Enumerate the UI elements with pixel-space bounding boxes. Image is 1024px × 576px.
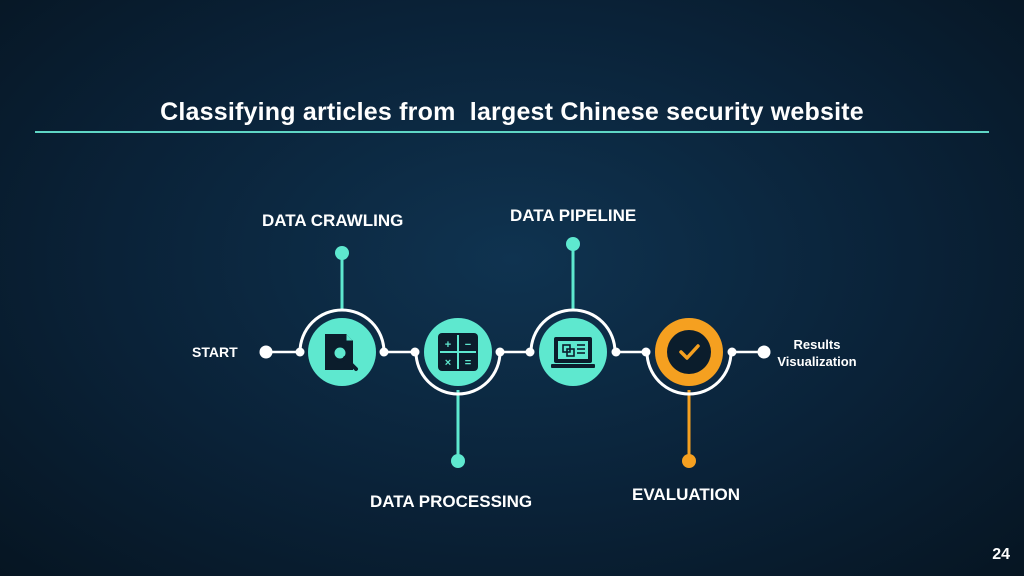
slide-title: Classifying articles from largest Chines… [160, 98, 864, 126]
svg-text:+: + [445, 339, 451, 351]
step-stems [340, 244, 691, 460]
step-node-evaluation [655, 318, 723, 386]
page-number: 24 [992, 546, 1010, 563]
crawling-stem-dot [335, 246, 349, 260]
step-label-data-processing: DATA PROCESSING [370, 492, 533, 511]
end-label-line2: Visualization [777, 354, 857, 369]
monitor-icon [551, 337, 595, 368]
step-node-data-pipeline [539, 318, 607, 386]
svg-text:=: = [465, 357, 471, 369]
step-label-data-crawling: DATA CRAWLING [262, 211, 404, 230]
step-label-data-pipeline: DATA PIPELINE [510, 206, 637, 225]
step-label-evaluation: EVALUATION [632, 485, 740, 504]
node-arcs [298, 308, 733, 396]
svg-text:×: × [445, 357, 451, 369]
end-dot [757, 345, 771, 359]
title-divider [35, 131, 989, 133]
start-dot [259, 345, 273, 359]
pipeline-stem-dot [566, 237, 580, 251]
step-node-data-crawling [308, 318, 376, 386]
checkmark-icon [679, 344, 700, 360]
processing-stem-dot [451, 454, 465, 468]
calculator-icon: + − × = [438, 333, 478, 371]
svg-text:−: − [465, 339, 471, 351]
end-label-line1: Results [793, 337, 841, 352]
document-search-icon [325, 334, 358, 371]
start-label: START [192, 344, 238, 360]
step-node-data-processing: + − × = [424, 318, 492, 386]
evaluation-stem-dot [682, 454, 696, 468]
end-label: Results Visualization [770, 336, 864, 370]
